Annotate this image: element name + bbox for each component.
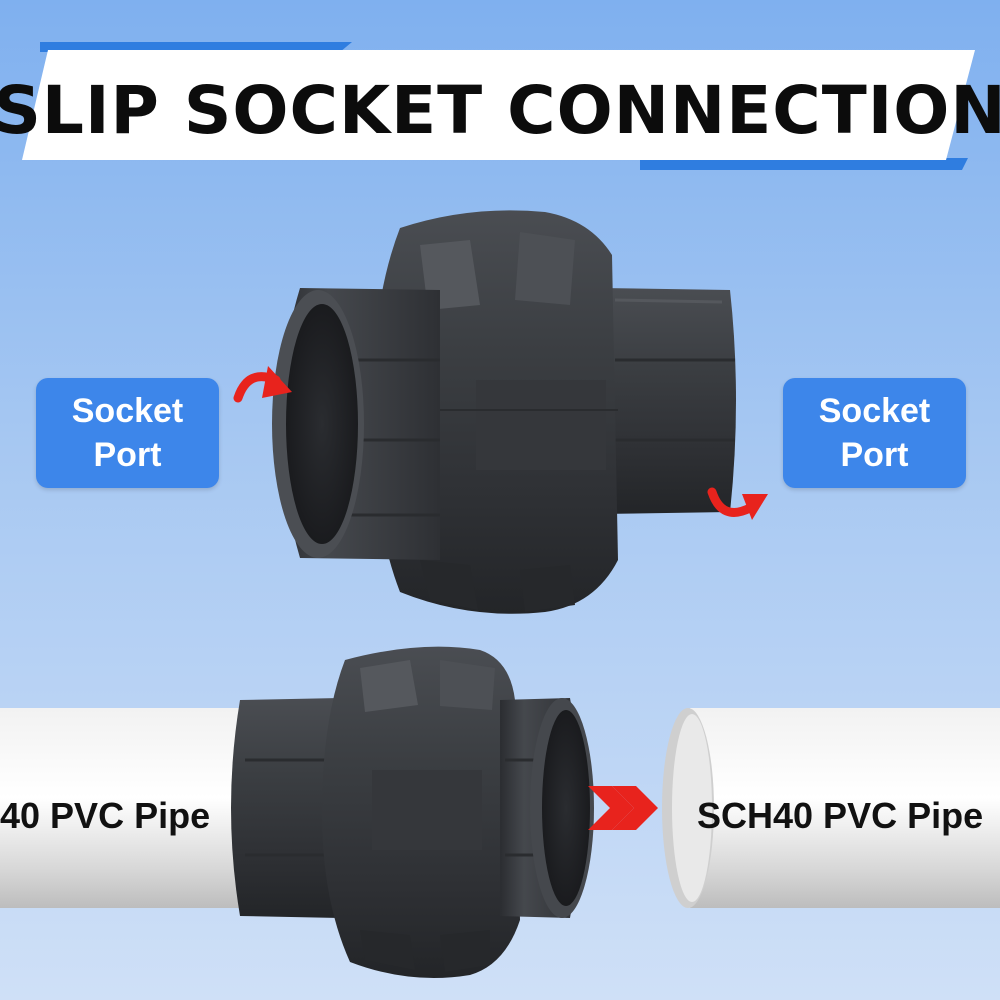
arrow-icon-left-curved	[233, 366, 292, 403]
badge-right-line1: Socket	[818, 392, 931, 430]
socket-port-badge-left: Socket Port	[36, 378, 219, 488]
socket-port-badge-right: Socket Port	[783, 378, 966, 488]
pipe-label-right: SCH40 PVC Pipe	[697, 795, 984, 836]
pvc-pipe-left	[0, 708, 260, 908]
pvc-pipe-right	[662, 708, 1000, 908]
union-fitting-top	[272, 210, 736, 614]
union-fitting-bottom	[231, 646, 594, 979]
chevron-right-icon	[588, 786, 658, 830]
badge-right-line2: Port	[840, 436, 909, 474]
badge-left-line1: Socket	[71, 392, 184, 430]
arrow-icon-right-curved	[707, 487, 768, 520]
page-title: SLIP SOCKET CONNECTION	[0, 71, 1000, 149]
badge-left-line2: Port	[93, 436, 162, 474]
title-banner	[22, 42, 975, 170]
pipe-label-left: 40 PVC Pipe	[0, 795, 211, 836]
